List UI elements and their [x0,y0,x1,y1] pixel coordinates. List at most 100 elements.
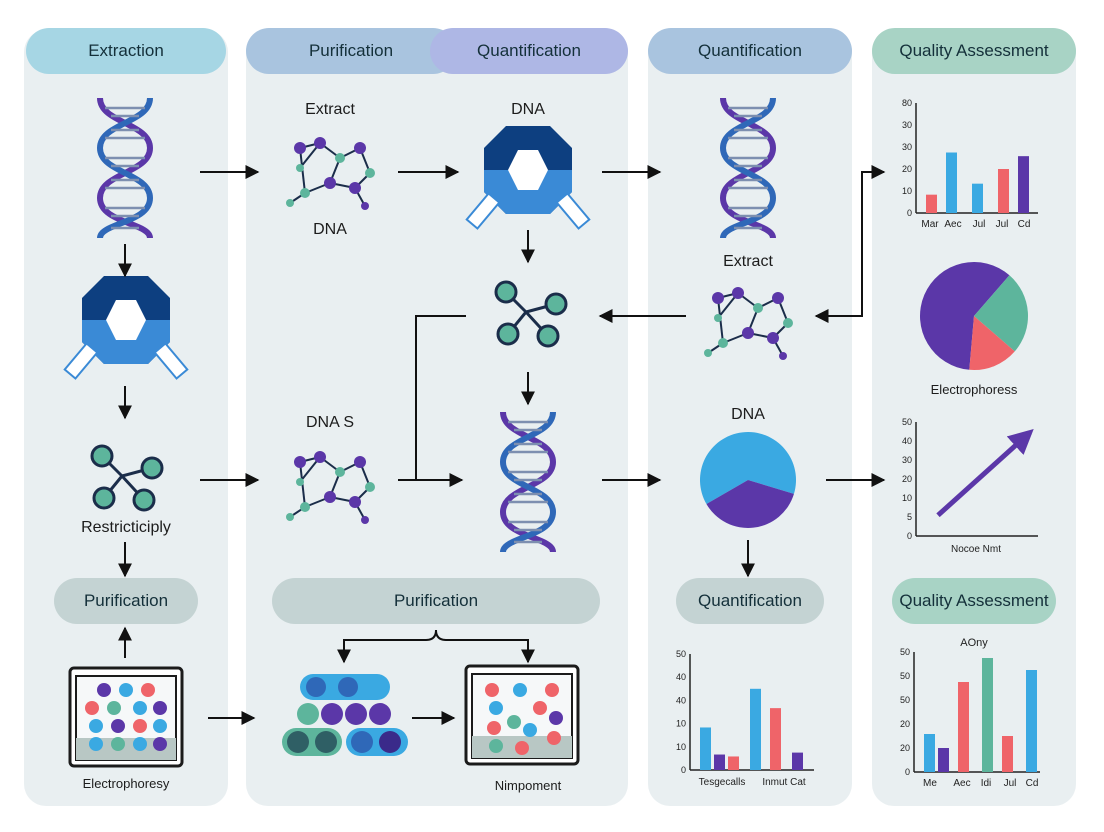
y-tick-label: 0 [681,765,686,775]
bar [714,754,725,770]
bar [700,727,711,770]
y-tick-label: 0 [907,531,912,541]
label-dna-s: DNA S [305,414,355,431]
bar [958,682,969,772]
panel-quality [872,30,1076,806]
molecule-network-icon-2 [703,286,794,361]
y-tick-label: 50 [900,647,910,657]
flow-arrows [118,165,886,725]
y-tick-label: 10 [902,186,912,196]
pill-purification-left: Purification [54,578,198,624]
y-tick-label: 30 [902,455,912,465]
bar [924,734,935,772]
pie-slice [700,432,796,504]
y-tick-label: 40 [676,672,686,682]
y-tick-label: 20 [902,474,912,484]
dna-helix-icon-2 [503,412,553,552]
protein-ring-icon-2 [465,125,591,230]
x-tick-label: Me [923,778,937,789]
bar [770,708,781,770]
electrophoresis-pie-chart [919,262,1028,371]
y-tick-label: 0 [905,767,910,777]
pie-slice [919,262,1010,370]
header-quantification-mid: Quantification [430,28,628,74]
pie-slice [974,275,1028,352]
y-tick-label: 5 [907,512,912,522]
bar [926,194,937,213]
pie-slice [706,480,794,528]
bar [792,752,803,770]
y-tick-label: 50 [902,417,912,427]
label-restriction: Restricticiply [81,519,171,536]
x-tick-label: Cd [1018,219,1031,230]
protein-ring-icon [63,275,189,380]
pie-slice [969,316,1015,371]
y-tick-label: 20 [900,743,910,753]
y-tick-label: 10 [676,742,686,752]
x-axis-label: Nocoe Nmt [951,544,1001,555]
header-quality: Quality Assessment [872,28,1076,74]
label-electrophoresis-bottom: Electrophoresy [82,776,170,791]
header-quantification-right: Quantification [648,28,852,74]
dna-pie-chart [700,432,796,528]
x-tick-label: Inmut Cat [762,777,806,788]
gel-dots-mid [485,683,563,755]
panel-quantification [648,30,852,806]
bar [998,169,1009,213]
label-dna-under-molecule: DNA [313,221,347,238]
molecule-icon-2 [494,280,568,348]
header-extraction: Extraction [26,28,226,74]
dna-helix-icon [100,98,150,238]
x-tick-label: Jul [973,219,986,230]
label-dna-above-ring: DNA [511,101,545,118]
gel-dots-left [85,683,167,751]
trend-line [936,429,1034,518]
x-tick-label: Idi [981,778,992,789]
bar [982,658,993,772]
y-tick-label: 80 [902,98,912,108]
pill-quantification-bottom: Quantification [676,578,824,624]
bar [1018,156,1029,213]
y-tick-label: 50 [900,695,910,705]
x-tick-label: Aec [944,219,961,230]
bar [1002,736,1013,772]
y-tick-label: 30 [902,120,912,130]
column-tubes-icon [282,674,408,756]
label-electrophoresis-col5: Electrophoress [930,382,1018,397]
y-tick-label: 20 [900,719,910,729]
y-tick-label: 50 [676,649,686,659]
molecule-cluster-icon [285,136,376,211]
y-tick-label: 30 [902,142,912,152]
y-tick-label: 0 [907,208,912,218]
label-dna-pie: DNA [731,406,765,423]
bar [1026,670,1037,772]
bar [972,183,983,213]
header-purification: Purification [246,28,456,74]
y-tick-label: 50 [900,671,910,681]
x-tick-label: Aec [953,778,970,789]
y-tick-label: 40 [676,695,686,705]
x-tick-label: Jul [1004,778,1017,789]
x-tick-label: Mar [921,219,939,230]
pill-quality-bottom: Quality Assessment [892,578,1056,624]
dna-helix-icon-3 [723,98,773,238]
chart-title: AOny [960,637,988,649]
bar [750,688,761,770]
y-tick-label: 20 [902,164,912,174]
bar [728,756,739,770]
x-tick-label: Jul [996,219,1009,230]
molecule-icon [90,444,164,512]
y-tick-label: 10 [676,719,686,729]
bar [938,748,949,772]
gel-tray-icon [68,666,184,768]
x-tick-label: Tesgecalls [699,777,746,788]
y-tick-label: 40 [902,436,912,446]
x-tick-label: Cd [1026,778,1039,789]
bar [946,152,957,213]
